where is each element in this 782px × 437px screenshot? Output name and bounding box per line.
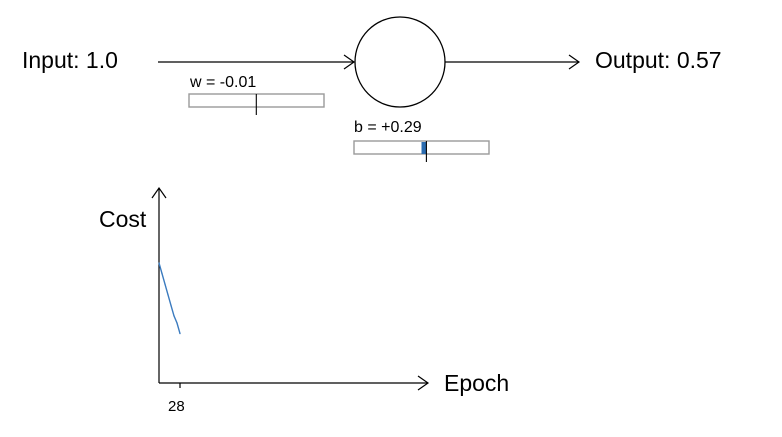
cost-point xyxy=(158,262,160,264)
cost-chart: Cost Epoch 28 xyxy=(99,186,509,415)
cost-point xyxy=(161,273,163,275)
input-arrow xyxy=(158,54,356,70)
cost-series-line xyxy=(158,262,181,334)
bias-slider-fill xyxy=(421,142,427,154)
cost-point xyxy=(164,283,166,285)
cost-point xyxy=(170,304,172,306)
bias-label: b = +0.29 xyxy=(354,119,422,136)
cost-point xyxy=(179,333,181,335)
x-axis-arrowhead xyxy=(417,375,430,391)
x-axis-label: Epoch xyxy=(444,370,509,396)
cost-point xyxy=(167,294,169,296)
y-axis-arrowhead xyxy=(151,186,167,199)
output-arrow xyxy=(445,54,581,70)
x-tick-label: 28 xyxy=(168,398,185,415)
weight-slider[interactable] xyxy=(188,93,325,115)
input-label: Input: 1.0 xyxy=(22,47,118,73)
bias-slider[interactable] xyxy=(353,140,490,162)
cost-series xyxy=(158,262,181,335)
neuron-node xyxy=(354,16,446,108)
output-label: Output: 0.57 xyxy=(595,47,722,73)
cost-point xyxy=(173,315,175,317)
weight-label: w = -0.01 xyxy=(189,74,256,91)
y-axis-label: Cost xyxy=(99,206,147,232)
cost-point xyxy=(176,322,178,324)
